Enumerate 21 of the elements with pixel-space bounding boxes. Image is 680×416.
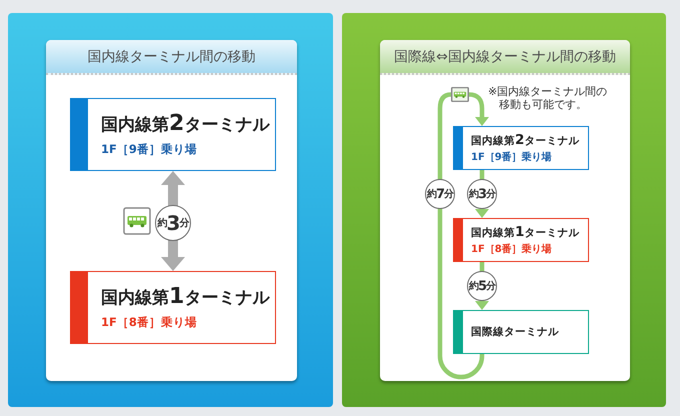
terminal-name: 国内線第2ターミナル	[471, 132, 580, 148]
terminal-name: 国内線第1ターミナル	[101, 286, 270, 308]
route-card	[46, 40, 297, 381]
terminal-box	[453, 218, 589, 262]
terminal-name: 国内線第1ターミナル	[471, 224, 580, 240]
terminal-box	[453, 310, 589, 354]
card-header: 国内線ターミナル間の移動	[46, 40, 297, 75]
arrow	[468, 92, 489, 126]
terminal-box	[70, 98, 276, 171]
boarding-location: 1F［9番］乗り場	[471, 150, 552, 164]
boarding-location: 1F［8番］乗り場	[471, 242, 552, 256]
boarding-location: 1F［9番］乗り場	[101, 142, 197, 156]
terminal-name: 国際線ターミナル	[471, 324, 559, 340]
terminal-box	[70, 271, 276, 344]
terminal-box	[453, 126, 589, 170]
terminal-name: 国内線第2ターミナル	[101, 112, 270, 136]
bus-icon	[451, 87, 469, 102]
boarding-location: 1F［8番］乗り場	[101, 314, 197, 330]
card-header: 国際線⇔国内線ターミナル間の移動	[380, 40, 630, 75]
route-card	[380, 40, 630, 381]
note-text: ※国内線ターミナル間の移動も可能です。	[488, 85, 608, 111]
